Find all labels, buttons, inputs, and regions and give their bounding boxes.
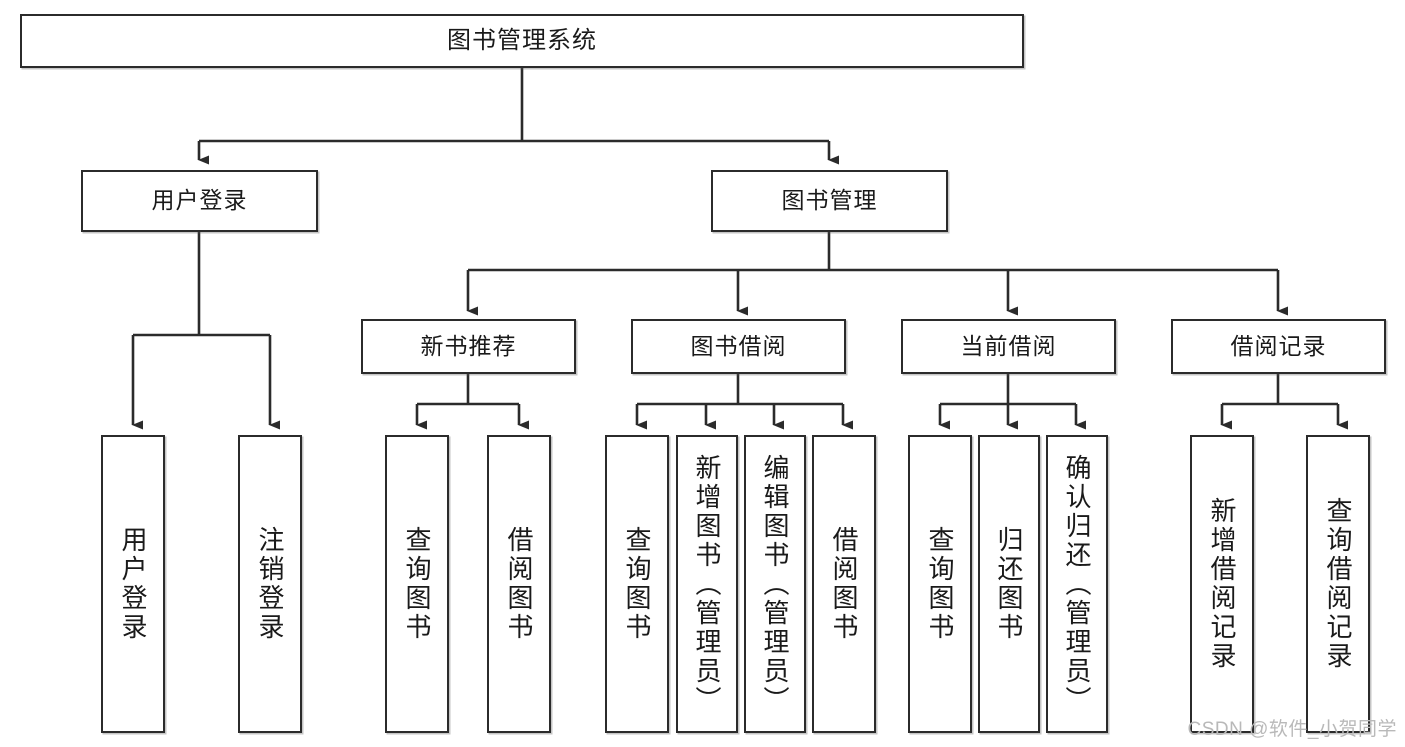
node-leaf-return-book-label: 归还图书: [994, 526, 1024, 642]
node-leaf-confirm-return[interactable]: 确认归还（管理员）: [1046, 435, 1108, 733]
node-leaf-query-borrow-record-label: 查询借阅记录: [1323, 497, 1353, 671]
node-root-label: 图书管理系统: [447, 26, 597, 54]
node-borrow-record-label: 借阅记录: [1230, 332, 1327, 359]
node-book-manage[interactable]: 图书管理: [711, 170, 948, 232]
node-leaf-user-logout[interactable]: 注销登录: [238, 435, 302, 733]
node-book-borrow-label: 图书借阅: [690, 332, 787, 359]
node-leaf-borrow-book-2-label: 借阅图书: [829, 526, 859, 642]
node-leaf-add-book[interactable]: 新增图书（管理员）: [676, 435, 738, 733]
node-leaf-query-book-2[interactable]: 查询图书: [605, 435, 669, 733]
node-root[interactable]: 图书管理系统: [20, 14, 1024, 68]
node-user-login[interactable]: 用户登录: [81, 170, 318, 232]
node-leaf-borrow-book-1-label: 借阅图书: [504, 526, 534, 642]
node-leaf-query-book-1[interactable]: 查询图书: [385, 435, 449, 733]
node-leaf-borrow-book-1[interactable]: 借阅图书: [487, 435, 551, 733]
node-leaf-query-borrow-record[interactable]: 查询借阅记录: [1306, 435, 1370, 733]
node-leaf-add-borrow-record[interactable]: 新增借阅记录: [1190, 435, 1254, 733]
node-leaf-user-logout-label: 注销登录: [255, 526, 285, 642]
node-leaf-query-book-2-label: 查询图书: [622, 526, 652, 642]
node-leaf-add-book-label: 新增图书（管理员）: [692, 453, 722, 715]
node-leaf-confirm-return-label: 确认归还（管理员）: [1062, 453, 1092, 715]
node-book-borrow[interactable]: 图书借阅: [631, 319, 846, 374]
node-leaf-edit-book[interactable]: 编辑图书（管理员）: [744, 435, 806, 733]
node-leaf-query-book-3[interactable]: 查询图书: [908, 435, 972, 733]
node-leaf-edit-book-label: 编辑图书（管理员）: [760, 453, 790, 715]
node-leaf-borrow-book-2[interactable]: 借阅图书: [812, 435, 876, 733]
node-user-login-label: 用户登录: [151, 187, 248, 214]
node-leaf-return-book[interactable]: 归还图书: [978, 435, 1040, 733]
node-book-manage-label: 图书管理: [781, 187, 878, 214]
node-borrow-record[interactable]: 借阅记录: [1171, 319, 1386, 374]
node-current-borrow[interactable]: 当前借阅: [901, 319, 1116, 374]
node-leaf-user-login[interactable]: 用户登录: [101, 435, 165, 733]
node-new-book-recommendation-label: 新书推荐: [420, 332, 517, 359]
watermark-text: CSDN @软件_小贺同学: [1187, 719, 1397, 740]
node-leaf-query-book-1-label: 查询图书: [402, 526, 432, 642]
node-leaf-user-login-label: 用户登录: [118, 526, 148, 642]
node-current-borrow-label: 当前借阅: [960, 332, 1057, 359]
node-new-book-recommendation[interactable]: 新书推荐: [361, 319, 576, 374]
node-leaf-query-book-3-label: 查询图书: [925, 526, 955, 642]
node-leaf-add-borrow-record-label: 新增借阅记录: [1207, 497, 1237, 671]
